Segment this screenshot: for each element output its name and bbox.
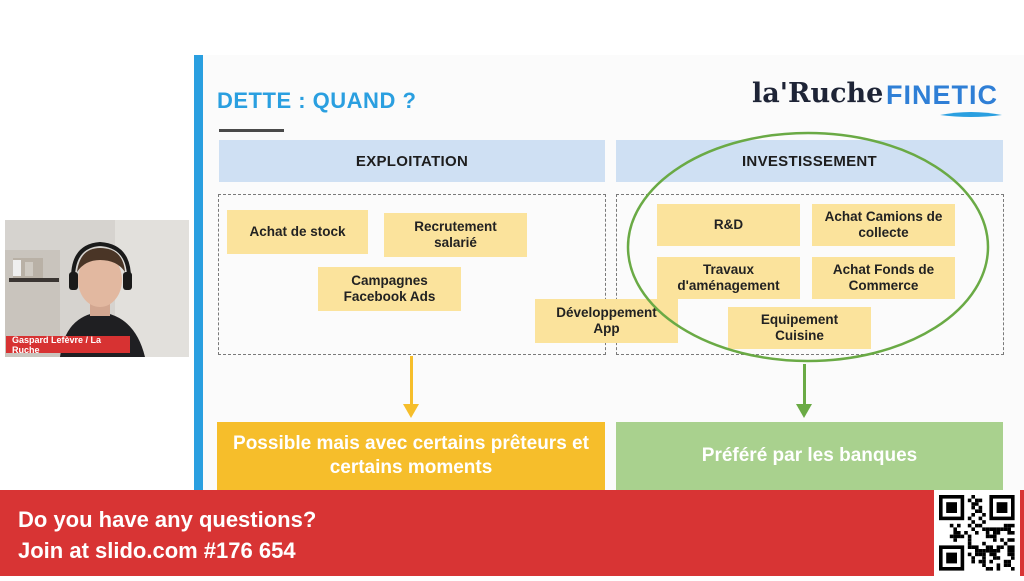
finetic-logo: FINETIC	[886, 80, 998, 110]
arrow-investissement-icon	[796, 404, 812, 418]
banner-question-text: Do you have any questions?	[18, 507, 317, 532]
qr-code-icon[interactable]	[934, 490, 1020, 576]
sticky-recrutement: Recrutement salarié	[384, 213, 527, 257]
laruche-logo: la'Ruche	[752, 78, 884, 109]
header-investissement: INVESTISSEMENT	[616, 140, 1003, 182]
sticky-campagnes: Campagnes Facebook Ads	[318, 267, 461, 311]
arrow-investissement-line	[803, 364, 806, 406]
speaker-webcam	[5, 220, 189, 357]
sticky-fonds-commerce: Achat Fonds de Commerce	[812, 257, 955, 299]
arrow-exploitation-line	[410, 356, 413, 406]
slido-banner	[0, 490, 1024, 576]
speaker-avatar	[5, 220, 189, 357]
arrow-exploitation-icon	[403, 404, 419, 418]
slide-title: DETTE : QUAND ?	[217, 88, 417, 113]
speaker-name-label: Gaspard Lefèvre / La Ruche	[6, 335, 130, 355]
result-exploitation: Possible mais avec certains prêteurs et …	[217, 422, 605, 490]
sticky-rd: R&D	[657, 204, 800, 246]
sticky-equipement: Equipement Cuisine	[728, 307, 871, 349]
finetic-swoosh-icon	[940, 112, 1002, 117]
banner-slido-code[interactable]: Join at slido.com #176 654	[18, 538, 296, 563]
highlight-circle	[626, 131, 990, 363]
sticky-achat-stock: Achat de stock	[227, 210, 368, 254]
sticky-travaux: Travaux d'aménagement	[657, 257, 800, 299]
investissement-box	[616, 194, 1004, 355]
header-exploitation: EXPLOITATION	[219, 140, 605, 182]
title-underline	[219, 129, 284, 132]
exploitation-box	[218, 194, 606, 355]
sticky-achat-camions: Achat Camions de collecte	[812, 204, 955, 246]
slide-accent-bar	[194, 55, 203, 490]
result-investissement: Préféré par les banques	[616, 422, 1003, 490]
